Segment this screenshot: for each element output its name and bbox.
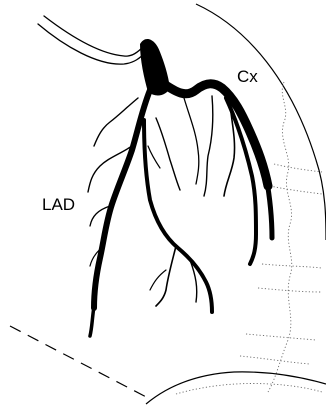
heart-dotted-outline-inner (240, 164, 322, 364)
label-lad: LAD (42, 195, 75, 214)
heart-outer-outline (196, 4, 326, 240)
dashed-guide-line (10, 326, 152, 400)
cx-branch-3 (204, 96, 213, 196)
heart-bottom-dotted (176, 383, 322, 394)
label-cx: Cx (237, 67, 258, 86)
catheter-inner (38, 24, 146, 64)
lad-distal (90, 306, 94, 336)
lad-septal-branch-1 (94, 98, 138, 146)
lad-main (94, 90, 150, 308)
cx-branch-4 (184, 98, 199, 184)
lad-septal-branch-4 (148, 146, 160, 168)
heart-bottom-outline (146, 372, 326, 404)
lad-diagonal-subbranch-3 (150, 270, 166, 290)
catheter-outer (44, 16, 144, 56)
lad-septal-branch-3 (156, 118, 180, 190)
